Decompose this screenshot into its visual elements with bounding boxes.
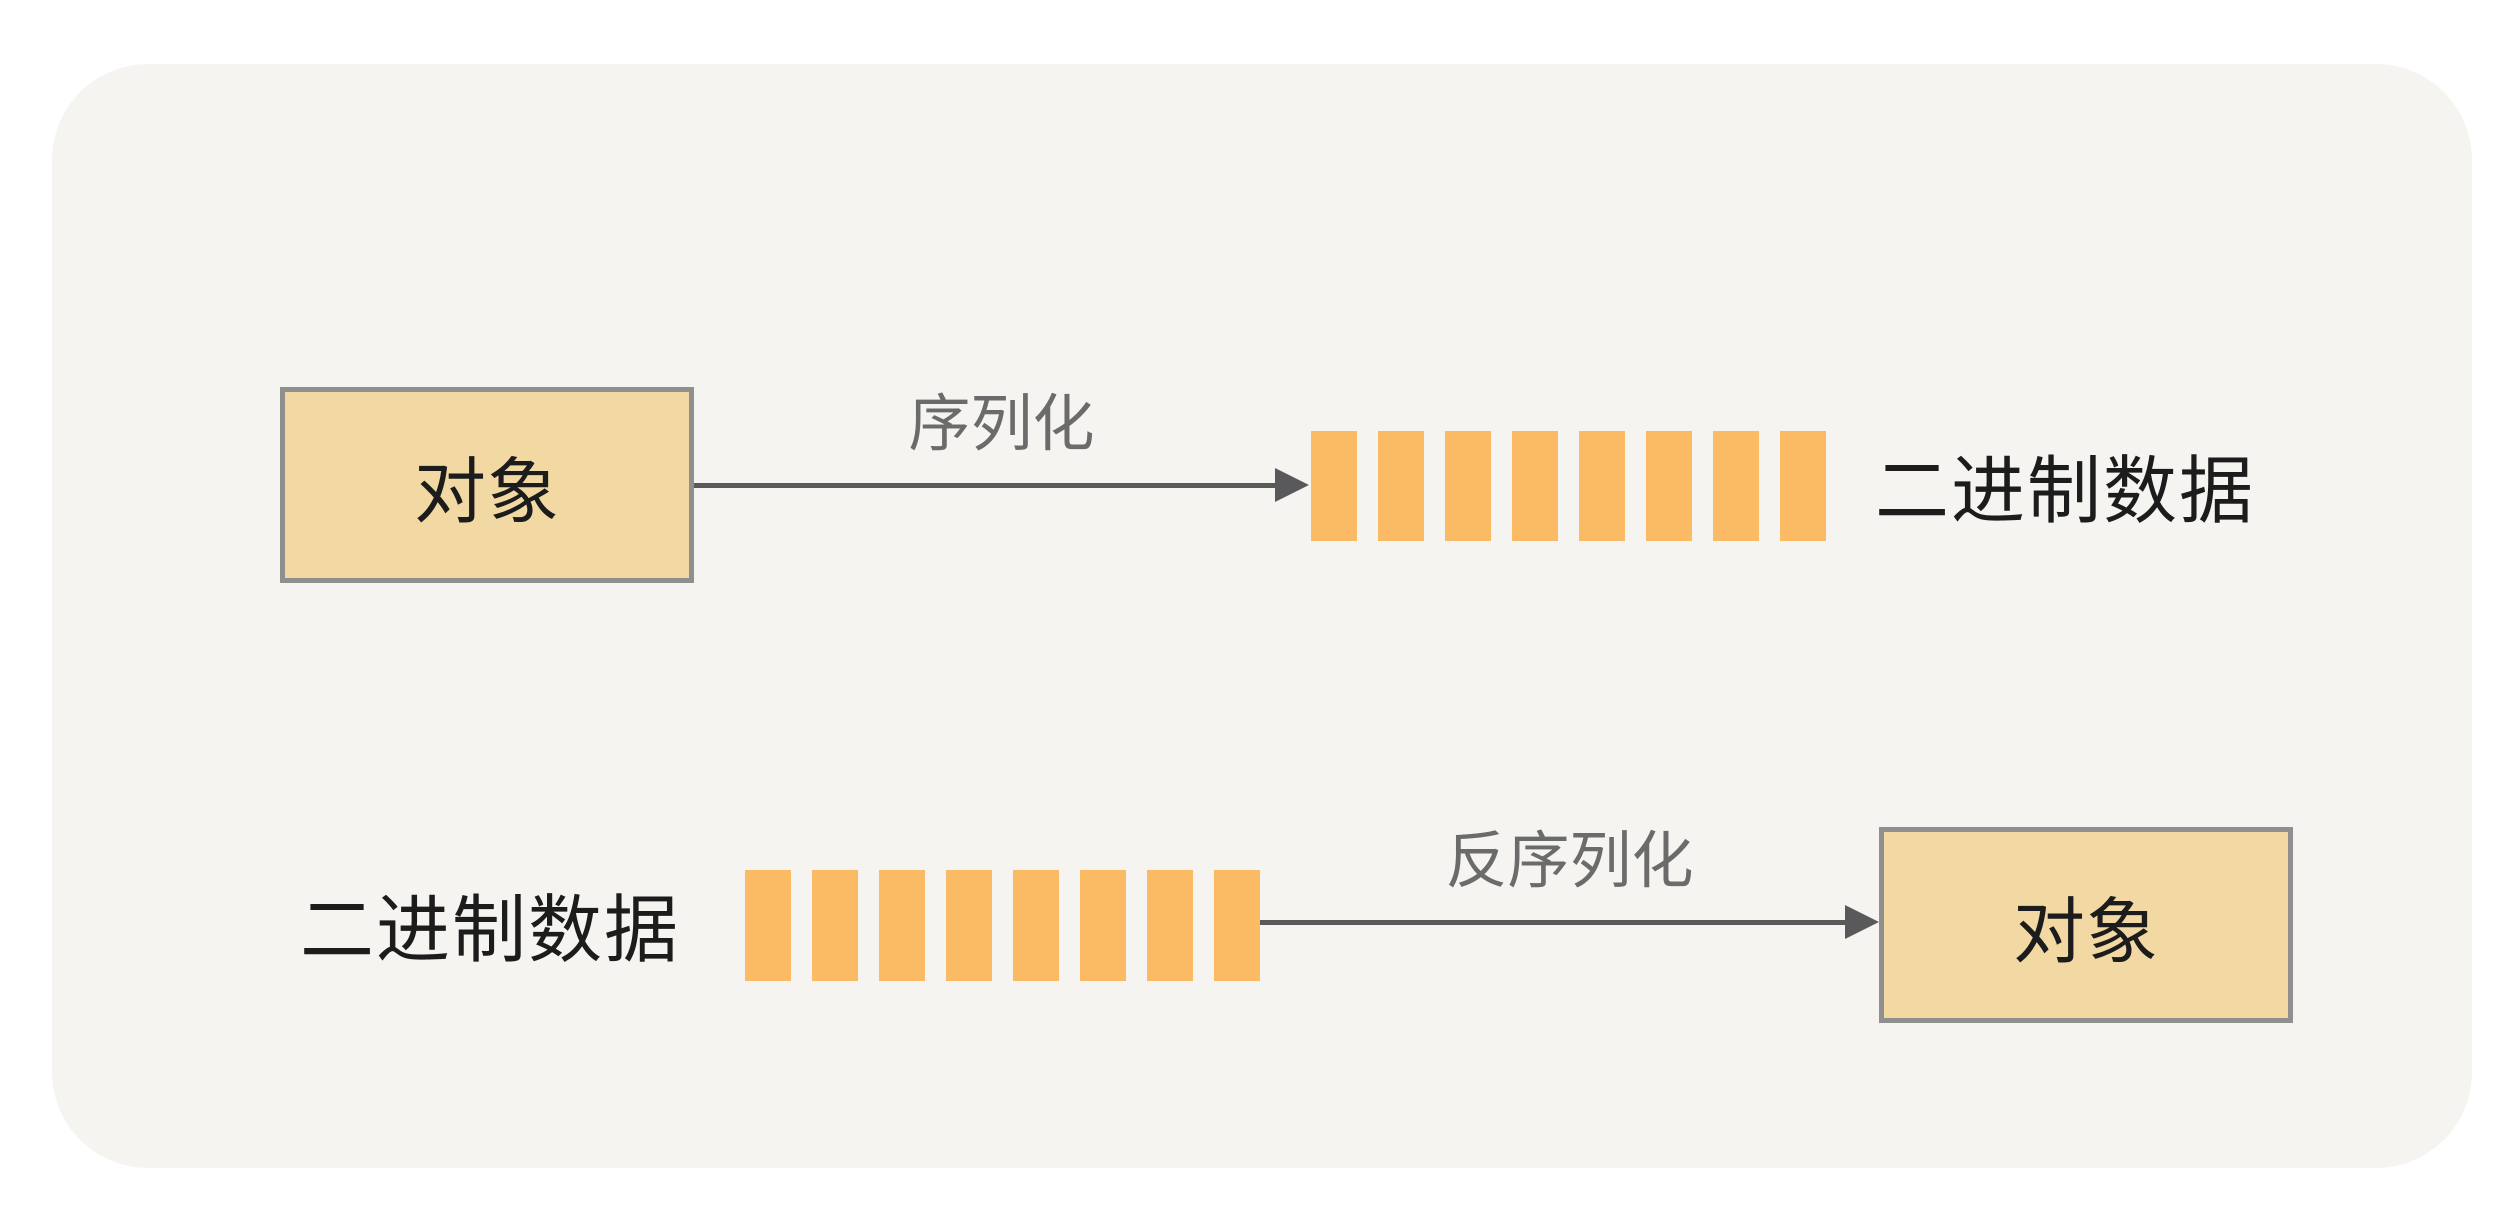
deserialize-label: 反序列化	[1445, 824, 1694, 897]
binary-bar	[946, 870, 992, 981]
binary-bar	[1713, 431, 1759, 541]
binary-bar	[1512, 431, 1558, 541]
binary-bar	[1445, 431, 1491, 541]
binary-bar	[1780, 431, 1826, 541]
object-box-bottom: 对象	[1879, 827, 2293, 1023]
binary-data-label-bottom: 二进制数据	[300, 887, 680, 974]
deserialize-arrowhead-icon	[1845, 905, 1879, 939]
serialize-label: 序列化	[908, 387, 1095, 460]
binary-bar	[1013, 870, 1059, 981]
binary-bar	[1214, 870, 1260, 981]
binary-bars-bottom	[745, 870, 1260, 981]
binary-bar	[1646, 431, 1692, 541]
deserialize-arrow-line	[1260, 920, 1846, 925]
binary-bar	[1579, 431, 1625, 541]
binary-bar	[812, 870, 858, 981]
object-box-top-label: 对象	[413, 449, 560, 534]
binary-bar	[745, 870, 791, 981]
object-box-bottom-label: 对象	[2012, 889, 2159, 974]
binary-bar	[1378, 431, 1424, 541]
binary-bar	[1147, 870, 1193, 981]
binary-data-label-top: 二进制数据	[1875, 448, 2255, 535]
binary-bars-top	[1311, 431, 1826, 541]
serialize-arrow-line	[694, 483, 1276, 488]
diagram-panel: 对象 序列化 二进制数据 二进制数据 反序列化 对象	[52, 64, 2472, 1168]
binary-bar	[879, 870, 925, 981]
serialize-arrowhead-icon	[1275, 468, 1309, 502]
binary-bar	[1311, 431, 1357, 541]
object-box-top: 对象	[280, 387, 694, 583]
binary-bar	[1080, 870, 1126, 981]
